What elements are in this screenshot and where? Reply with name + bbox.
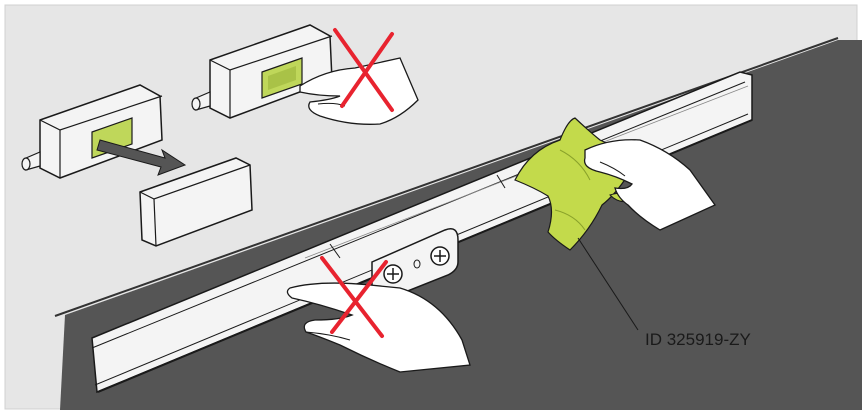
screw-icon [431,247,449,265]
part-number-label: ID 325919-ZY [645,330,751,350]
screw-icon [384,265,402,283]
